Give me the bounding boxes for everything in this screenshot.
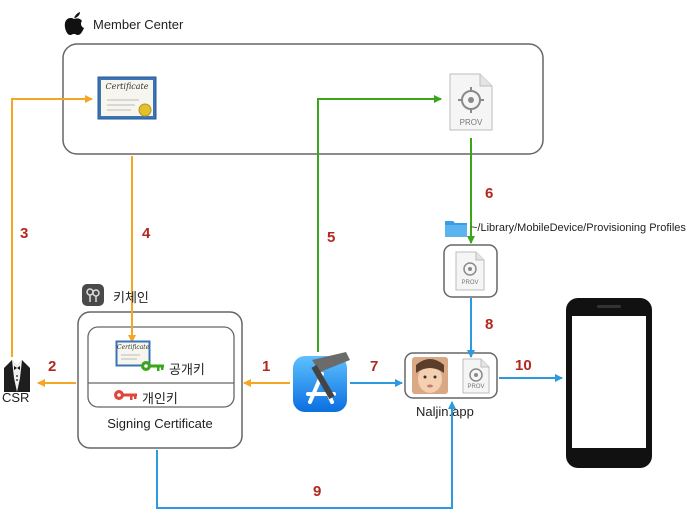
csr-label: CSR [2, 390, 30, 405]
arrow-5 [317, 95, 442, 352]
tuxedo-icon [4, 360, 30, 392]
public-key-label: 공개키 [169, 362, 205, 377]
step-3: 3 [20, 225, 29, 242]
provisioning-box [443, 244, 498, 298]
key-icon [141, 361, 164, 371]
arrow-9 [156, 401, 456, 509]
xcode-icon [290, 350, 352, 416]
face-photo-icon [412, 357, 448, 394]
keypair-box [87, 326, 235, 408]
certificate-script-text: Certificate [105, 82, 149, 91]
provisioning-profile-icon: PROV [448, 72, 494, 132]
provisioning-path: ~/Library/MobileDevice/Provisioning Prof… [471, 222, 686, 234]
arrow-3 [11, 95, 93, 357]
folder-icon [445, 221, 467, 237]
step-7: 7 [370, 358, 379, 375]
prov-badge: PROV [467, 384, 485, 390]
keychain-title: 키체인 [113, 290, 149, 305]
certificate-script-text: Certificate [117, 344, 150, 351]
phone-icon [566, 298, 652, 468]
provisioning-profile-icon: PROV [455, 251, 485, 291]
keychain-frame [77, 311, 243, 449]
step-1: 1 [262, 358, 271, 375]
step-2: 2 [48, 358, 57, 375]
step-5: 5 [327, 229, 336, 246]
step-9: 9 [313, 483, 322, 500]
provisioning-profile-icon: PROV [462, 358, 490, 394]
key-icon [114, 390, 137, 400]
prov-badge: PROV [461, 280, 479, 286]
step-8: 8 [485, 316, 494, 333]
private-key-label: 개인키 [142, 391, 178, 406]
signing-certificate-caption: Signing Certificate [107, 416, 213, 431]
prov-badge: PROV [459, 118, 483, 127]
apple-logo-icon [64, 12, 84, 35]
member-center-title: Member Center [93, 17, 184, 32]
app-frame [404, 352, 498, 399]
step-4: 4 [142, 225, 151, 242]
keychain-icon [82, 284, 104, 306]
step-6: 6 [485, 185, 494, 202]
step-10: 10 [515, 357, 532, 374]
certificate-icon: Certificate [97, 76, 157, 122]
app-label: Naljin.app [416, 404, 474, 419]
